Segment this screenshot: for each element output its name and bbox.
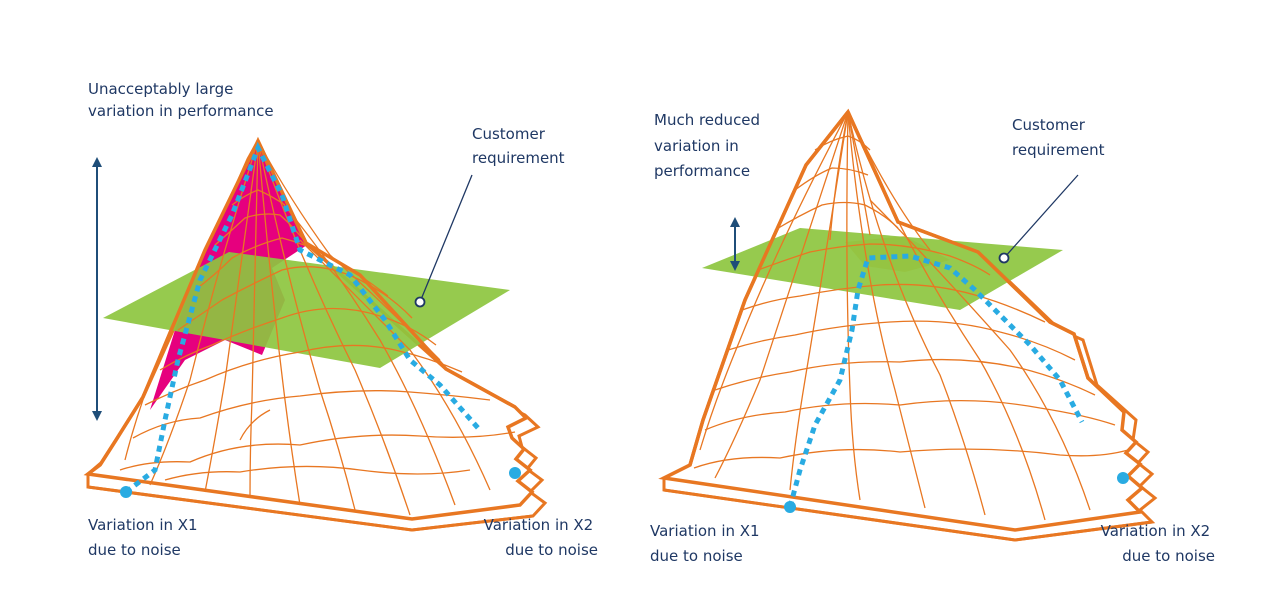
left-requirement-plane [103, 252, 510, 368]
left-panel: Unacceptably large variation in performa… [83, 80, 598, 559]
right-panel: Much reduced variation in performance Cu… [650, 108, 1215, 565]
right-x1-label: Variation in X1 due to noise [650, 522, 764, 565]
left-x2-noise-marker [509, 467, 521, 479]
right-requirement-marker [998, 252, 1010, 264]
right-variation-label: Much reduced variation in performance [654, 111, 765, 180]
left-x2-label: Variation in X2 due to noise [484, 516, 598, 559]
left-ridge-right [256, 140, 516, 409]
right-ridge-right [846, 111, 1126, 414]
left-requirement-label: Customer requirement [472, 125, 565, 167]
right-ridge-front [688, 110, 850, 466]
left-noise-path [124, 141, 480, 494]
left-requirement-leader [419, 174, 473, 303]
left-variation-label: Unacceptably large variation in performa… [88, 80, 274, 120]
right-x1-noise-marker [784, 501, 796, 513]
right-x2-noise-marker [1117, 472, 1129, 484]
left-requirement-marker [414, 296, 426, 308]
right-x2-label: Variation in X2 due to noise [1101, 522, 1215, 565]
left-x1-noise-marker [120, 486, 132, 498]
right-requirement-label: Customer requirement [1012, 116, 1105, 159]
right-base-front-edge [663, 488, 1153, 542]
right-requirement-leader [1003, 174, 1079, 259]
left-ridge-front [98, 140, 260, 466]
left-x1-label: Variation in X1 due to noise [88, 516, 202, 559]
right-mesh-lines [693, 111, 1129, 521]
left-base-front-edge [87, 485, 534, 532]
